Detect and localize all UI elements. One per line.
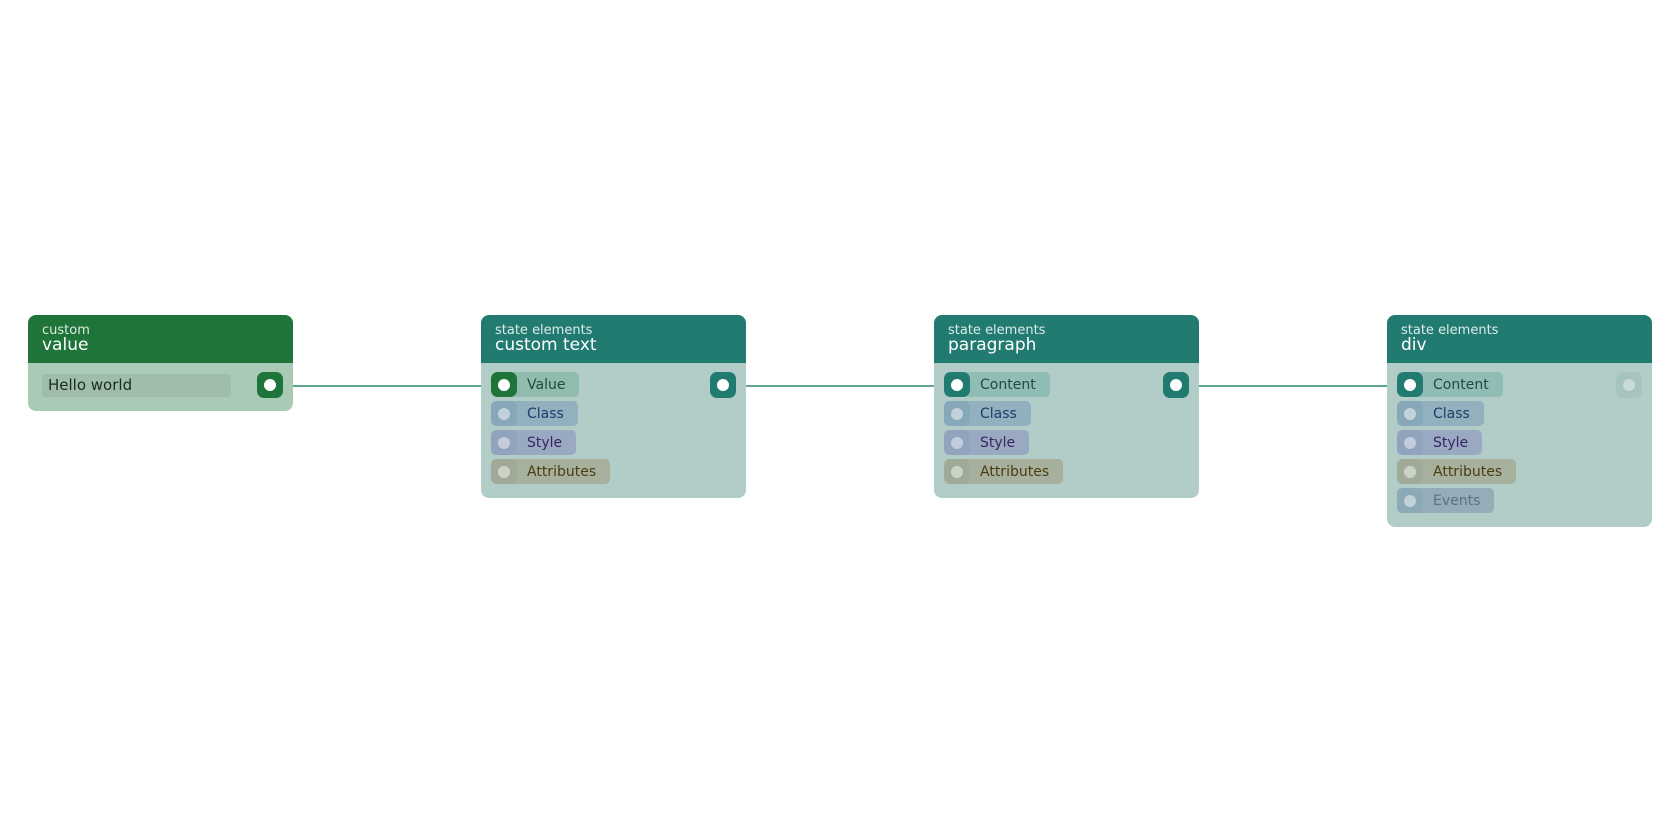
node-paragraph[interactable]: state elements paragraph Content Class S… (934, 315, 1199, 498)
input-pin-class[interactable]: Class (491, 401, 578, 426)
port-dot-icon (717, 379, 729, 391)
input-pin-value[interactable]: Value (491, 372, 580, 397)
input-pin-attributes[interactable]: Attributes (491, 459, 611, 484)
output-port[interactable] (1163, 372, 1189, 398)
socket-icon[interactable] (491, 401, 517, 426)
socket-icon[interactable] (944, 459, 970, 484)
input-pin-content[interactable]: Content (944, 372, 1050, 397)
input-pin-class[interactable]: Class (944, 401, 1031, 426)
port-dot-icon (1170, 379, 1182, 391)
input-pin-class[interactable]: Class (1397, 401, 1484, 426)
pin-label: Attributes (1433, 463, 1503, 480)
pin-label: Style (1433, 434, 1469, 451)
node-body: Content Class Style Attributes Events (1387, 363, 1652, 527)
node-header[interactable]: state elements paragraph (934, 315, 1199, 363)
pin-label: Style (527, 434, 563, 451)
node-body: Hello world (28, 363, 293, 411)
input-pin-events[interactable]: Events (1397, 488, 1495, 513)
node-custom-text[interactable]: state elements custom text Value Class S… (481, 315, 746, 498)
value-input-field[interactable]: Hello world (42, 374, 231, 397)
node-body: Value Class Style Attributes (481, 363, 746, 498)
socket-icon[interactable] (491, 459, 517, 484)
node-title: paragraph (948, 335, 1037, 355)
port-dot-icon (264, 379, 276, 391)
socket-icon[interactable] (1397, 372, 1423, 397)
input-pin-style[interactable]: Style (491, 430, 577, 455)
pin-label: Class (1433, 405, 1470, 422)
port-dot-icon (1623, 379, 1635, 391)
input-pin-attributes[interactable]: Attributes (1397, 459, 1517, 484)
input-pin-content[interactable]: Content (1397, 372, 1503, 397)
socket-icon[interactable] (491, 430, 517, 455)
output-port[interactable] (710, 372, 736, 398)
pin-label: Content (980, 376, 1036, 393)
pin-label: Style (980, 434, 1016, 451)
node-title: div (1401, 335, 1427, 355)
socket-icon[interactable] (944, 401, 970, 426)
node-div[interactable]: state elements div Content Class Style A… (1387, 315, 1652, 527)
pin-label: Value (527, 376, 566, 393)
node-category: state elements (948, 323, 1046, 338)
node-title: custom text (495, 335, 597, 355)
input-pin-attributes[interactable]: Attributes (944, 459, 1064, 484)
socket-icon[interactable] (1397, 401, 1423, 426)
pin-label: Class (980, 405, 1017, 422)
pin-label: Class (527, 405, 564, 422)
node-header[interactable]: custom value (28, 315, 293, 363)
socket-icon[interactable] (944, 430, 970, 455)
node-category: custom (42, 323, 90, 338)
input-pin-style[interactable]: Style (944, 430, 1030, 455)
node-value[interactable]: custom value Hello world (28, 315, 293, 411)
socket-icon[interactable] (1397, 488, 1423, 513)
socket-icon[interactable] (1397, 430, 1423, 455)
node-body: Content Class Style Attributes (934, 363, 1199, 498)
socket-icon[interactable] (944, 372, 970, 397)
input-pin-style[interactable]: Style (1397, 430, 1483, 455)
pin-label: Attributes (527, 463, 597, 480)
node-header[interactable]: state elements custom text (481, 315, 746, 363)
output-port[interactable] (257, 372, 283, 398)
node-title: value (42, 335, 89, 355)
node-category: state elements (1401, 323, 1499, 338)
pin-label: Events (1433, 492, 1481, 509)
node-category: state elements (495, 323, 593, 338)
output-port[interactable] (1616, 372, 1642, 398)
node-header[interactable]: state elements div (1387, 315, 1652, 363)
pin-label: Attributes (980, 463, 1050, 480)
socket-icon[interactable] (491, 372, 517, 397)
pin-label: Content (1433, 376, 1489, 393)
socket-icon[interactable] (1397, 459, 1423, 484)
